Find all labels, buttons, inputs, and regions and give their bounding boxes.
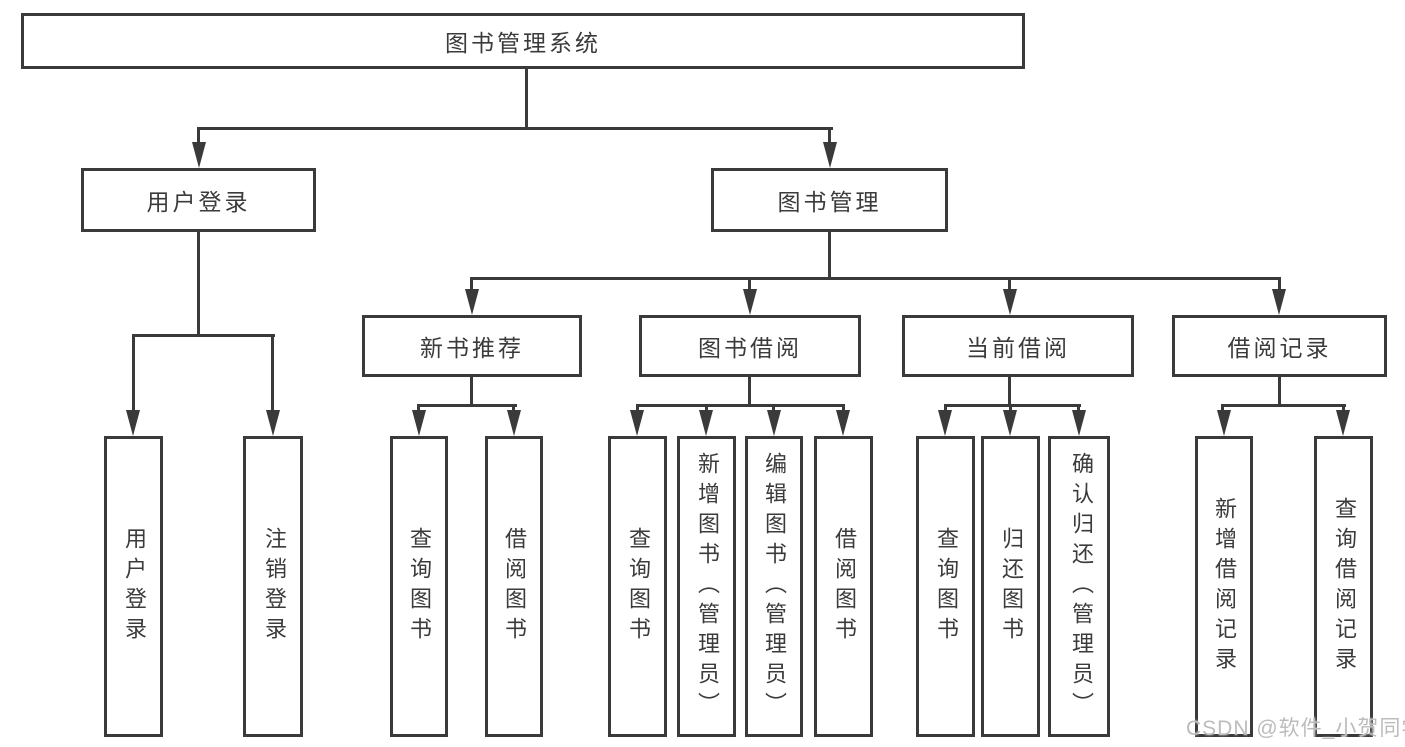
arrow-down-icon: [938, 410, 952, 436]
node-user-login: 用户登录: [81, 168, 316, 232]
connector-line: [271, 334, 274, 413]
connector-line: [748, 377, 751, 406]
leaf-borrow-books: 借阅图书: [814, 436, 873, 737]
connector-line: [842, 404, 845, 413]
connector-line: [132, 334, 275, 337]
leaf-borrow-books-recommend: 借阅图书: [485, 436, 543, 737]
connector-line: [1221, 404, 1346, 407]
leaf-add-books-admin: 新增图书（管理员）: [677, 436, 736, 737]
arrow-down-icon: [507, 410, 521, 436]
arrow-down-icon: [699, 410, 713, 436]
node-book-management: 图书管理: [711, 168, 948, 232]
connector-line: [636, 404, 639, 413]
arrow-down-icon: [1272, 289, 1286, 315]
connector-line: [417, 404, 420, 413]
arrow-down-icon: [630, 410, 644, 436]
arrow-down-icon: [1003, 289, 1017, 315]
connector-line: [944, 404, 1081, 407]
arrow-down-icon: [412, 410, 426, 436]
leaf-query-borrow-record: 查询借阅记录: [1314, 436, 1373, 737]
arrow-down-icon: [1003, 410, 1017, 436]
connector-line: [748, 277, 751, 293]
arrow-down-icon: [1336, 410, 1350, 436]
connector-line: [1278, 377, 1281, 406]
arrow-down-icon: [1217, 410, 1231, 436]
arrow-down-icon: [1072, 410, 1086, 436]
connector-line: [705, 404, 708, 413]
node-book-borrowing: 图书借阅: [639, 315, 861, 377]
connector-line: [132, 334, 135, 413]
connector-line: [1342, 404, 1345, 413]
leaf-query-books-current: 查询图书: [916, 436, 975, 737]
arrow-down-icon: [266, 410, 280, 436]
connector-line: [636, 404, 845, 407]
arrow-down-icon: [465, 289, 479, 315]
arrow-down-icon: [192, 142, 206, 168]
arrow-down-icon: [836, 410, 850, 436]
leaf-user-login: 用户登录: [104, 436, 163, 737]
leaf-confirm-return-admin: 确认归还（管理员）: [1048, 436, 1110, 737]
connector-line: [197, 127, 200, 146]
connector-line: [828, 232, 831, 278]
connector-line: [470, 277, 1281, 280]
connector-line: [417, 404, 517, 407]
connector-line: [470, 277, 473, 293]
leaf-query-books-recommend: 查询图书: [390, 436, 448, 737]
arrow-down-icon: [823, 142, 837, 168]
connector-line: [1278, 277, 1281, 293]
connector-line: [512, 404, 515, 413]
arrow-down-icon: [767, 410, 781, 436]
leaf-edit-books-admin: 编辑图书（管理员）: [745, 436, 803, 737]
node-current-borrowing: 当前借阅: [902, 315, 1134, 377]
connector-line: [828, 127, 831, 146]
connector-line: [772, 404, 775, 413]
arrow-down-icon: [126, 410, 140, 436]
connector-line: [1221, 404, 1224, 413]
connector-line: [197, 232, 200, 335]
connector-line: [944, 404, 947, 413]
leaf-add-borrow-record: 新增借阅记录: [1195, 436, 1253, 737]
connector-line: [1008, 277, 1011, 293]
connector-line: [1008, 377, 1011, 406]
node-borrowing-records: 借阅记录: [1172, 315, 1387, 377]
leaf-logout: 注销登录: [243, 436, 303, 737]
connector-line: [525, 69, 528, 128]
leaf-return-books: 归还图书: [981, 436, 1040, 737]
csdn-watermark: CSDN @软件_小贺同学: [1186, 717, 1405, 740]
node-new-book-recommend: 新书推荐: [362, 315, 582, 377]
leaf-query-books-borrowing: 查询图书: [608, 436, 667, 737]
connector-line: [1077, 404, 1080, 413]
connector-line: [470, 377, 473, 406]
arrow-down-icon: [743, 289, 757, 315]
connector-line: [197, 127, 833, 130]
connector-line: [1009, 404, 1012, 413]
node-library-management-system: 图书管理系统: [21, 13, 1025, 69]
